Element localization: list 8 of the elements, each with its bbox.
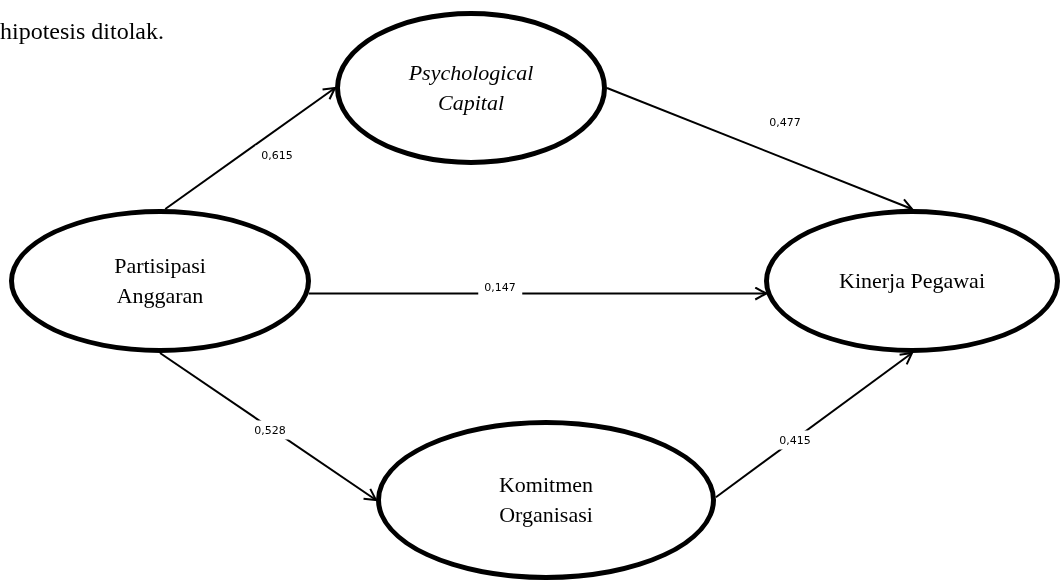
arrow (164, 87, 336, 211)
note-text: hipotesis ditolak. (0, 18, 164, 45)
arrow (714, 352, 913, 499)
node-label: Komitmen Organisasi (497, 471, 595, 529)
node-label: Partisipasi Anggaran (113, 252, 207, 310)
node-label: Kinerja Pegawai (839, 267, 985, 295)
arrow (159, 352, 377, 501)
node-label: Psychological Capital (407, 59, 535, 117)
